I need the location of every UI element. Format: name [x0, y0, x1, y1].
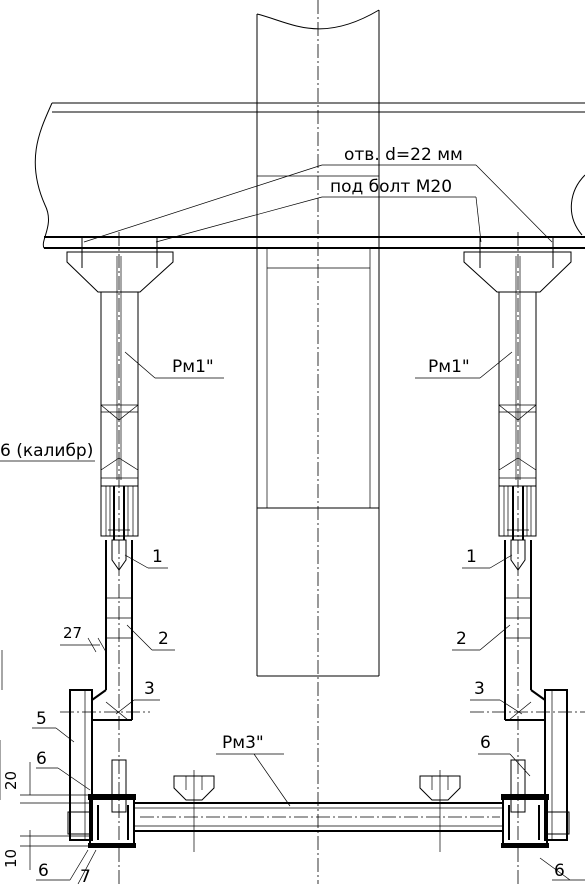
leader-lines [0, 164, 585, 884]
rod-label-right: Рм1" [428, 357, 470, 377]
position-7-left: 7 [80, 867, 91, 884]
dimension-27: 27 [63, 624, 82, 642]
position-2-left: 2 [158, 629, 169, 649]
dimension-10: 10 [2, 849, 20, 868]
position-2-right: 2 [456, 629, 467, 649]
rod-label-left: Рм1" [172, 357, 214, 377]
position-6-right-top: 6 [480, 733, 491, 753]
position-3-right: 3 [474, 679, 485, 699]
position-1-right: 1 [466, 547, 477, 567]
dimension-20: 20 [2, 771, 20, 790]
right-hanger [463, 237, 572, 848]
position-6-right-bottom: 6 [554, 861, 565, 881]
rod-label-bottom: Рм3" [222, 733, 264, 753]
top-beam [34, 102, 585, 249]
hole-spec-line2: под болт М20 [330, 177, 452, 197]
calibre-note: 6 (калибр) [0, 441, 93, 461]
position-6-left-bottom: 6 [38, 861, 49, 881]
axis-lines [60, 0, 585, 884]
hole-spec-line1: отв. d=22 мм [344, 145, 463, 165]
position-3-left: 3 [144, 679, 155, 699]
drawing-labels: отв. d=22 мм под болт М20 Рм1" Рм1" 6 (к… [0, 145, 565, 884]
dimensions [0, 637, 107, 870]
bottom-rod [134, 770, 503, 852]
position-1-left: 1 [152, 547, 163, 567]
position-6-left-top: 6 [36, 749, 47, 769]
position-5-left: 5 [36, 709, 47, 729]
left-hanger [66, 237, 174, 848]
